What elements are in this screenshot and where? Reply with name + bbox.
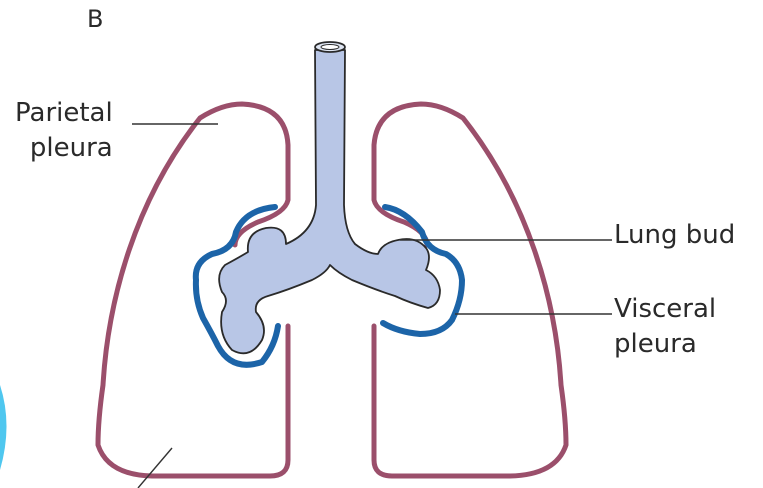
lung-bud xyxy=(219,50,440,353)
visceral-pleura-label-line1: Visceral xyxy=(614,292,716,327)
parietal-pleura-label-line1: Parietal xyxy=(15,96,113,131)
parietal-pleura-label: Parietal pleura xyxy=(15,96,113,166)
parietal-pleura-label-line2: pleura xyxy=(15,131,113,166)
lung-bud-label: Lung bud xyxy=(614,218,735,253)
visceral-pleura-label-line2: pleura xyxy=(614,327,716,362)
panel-letter: B xyxy=(87,4,103,34)
trachea-lumen xyxy=(321,45,339,50)
edge-accent xyxy=(0,385,7,470)
visceral-pleura-label: Visceral pleura xyxy=(614,292,716,362)
bottom-leader xyxy=(138,448,172,488)
